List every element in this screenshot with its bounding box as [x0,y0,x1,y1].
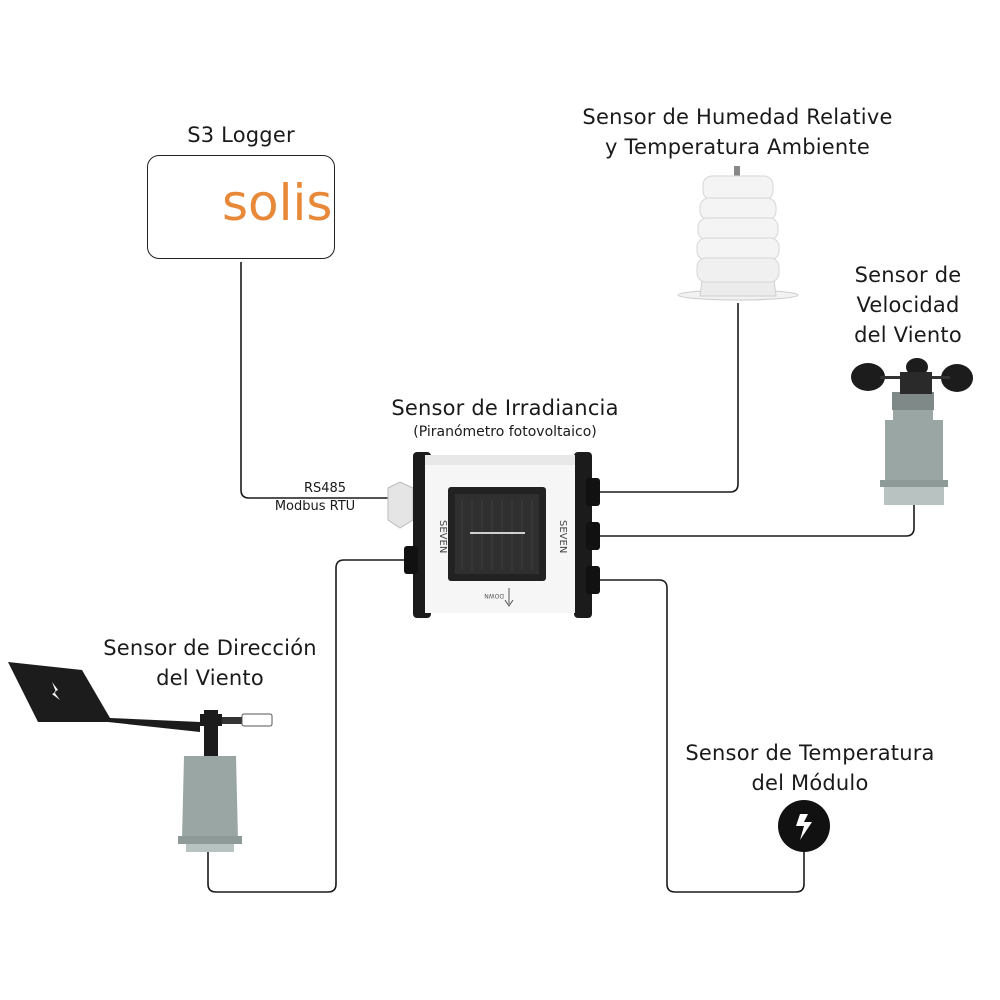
humidity-sensor-shield [677,166,799,301]
irradiance-sensor-device [387,452,600,618]
module-temp-label-2: del Módulo [751,771,869,795]
modbus-label: Modbus RTU [274,499,356,514]
device-brand-left: SEVEN [437,520,448,553]
wire-logger [240,262,390,499]
humidity-sensor-label-1: Sensor de Humedad Relative [582,105,893,129]
logger-box [147,155,335,259]
wire-wind-direction [207,559,413,893]
wind-direction-label-2: del Viento [156,666,264,690]
wind-vane-sensor [8,662,273,852]
wind-speed-label-2: Velocidad [856,293,960,317]
wind-speed-label-1: Sensor de [854,263,962,287]
connection-wires [207,262,915,893]
irradiance-sensor-title: Sensor de Irradiancia [391,396,619,420]
device-down-marking: DOWN [484,592,504,599]
humidity-sensor-label-2: y Temperatura Ambiente [605,135,870,159]
wind-speed-label-3: del Viento [854,323,962,347]
wire-humidity [598,303,739,493]
wind-direction-label-1: Sensor de Dirección [103,636,317,660]
anemometer-sensor [851,358,973,505]
logger-title: S3 Logger [187,123,295,147]
solis-brand-text: solis [222,174,333,232]
module-temp-sensor [778,800,830,852]
module-temp-label-1: Sensor de Temperatura [685,741,935,765]
wire-wind-speed [598,505,915,537]
rs485-label: RS485 [303,481,347,496]
wire-module-temp [598,579,805,893]
irradiance-sensor-subtitle: (Piranómetro fotovoltaico) [413,424,597,440]
device-brand-right: SEVEN [557,520,568,553]
